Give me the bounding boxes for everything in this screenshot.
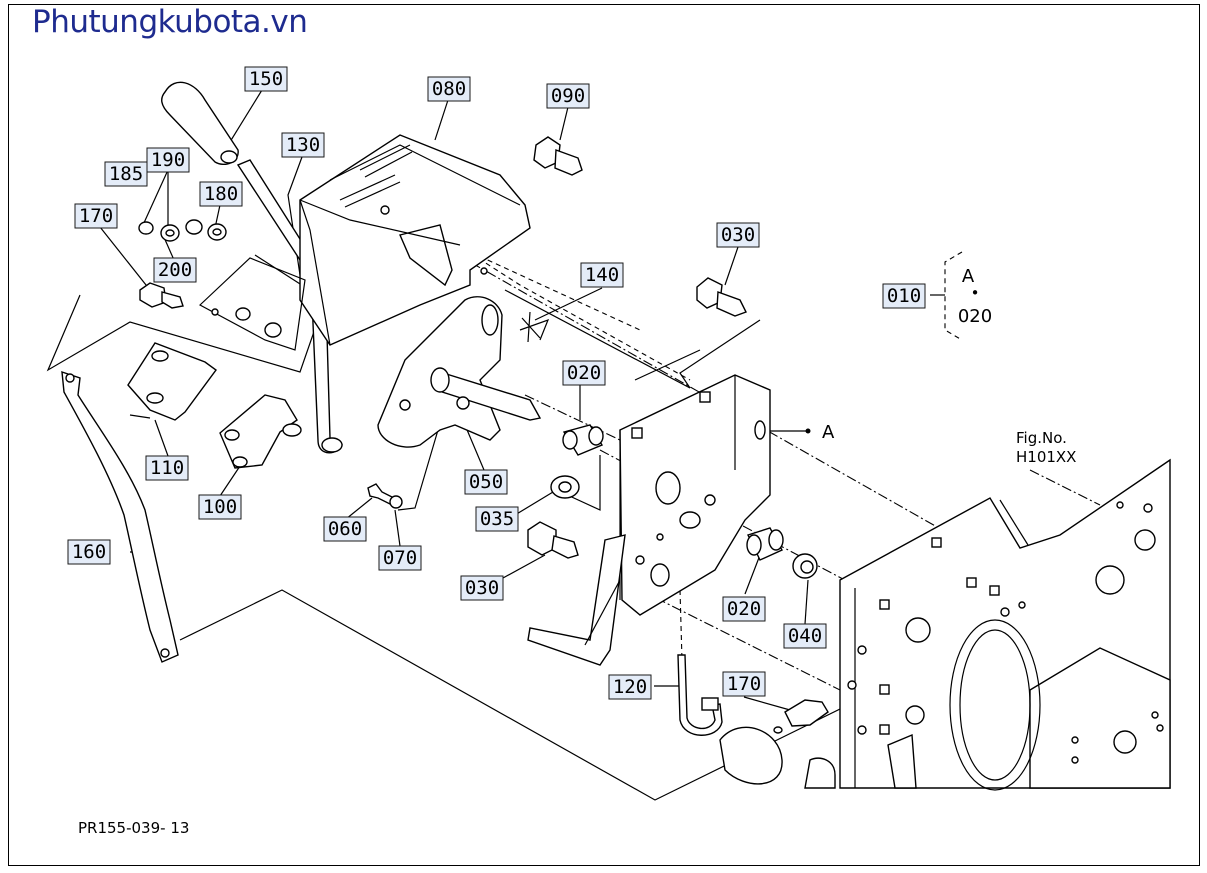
bushing-020-bottom xyxy=(746,527,784,561)
detail-a-dot: • xyxy=(971,284,980,302)
callout-160: 160 xyxy=(67,539,111,565)
svg-text:185: 185 xyxy=(109,163,143,185)
washer-185 xyxy=(138,221,154,235)
drawing-code: PR155-039- 13 xyxy=(78,819,189,837)
watermark-text: Phutungkubota.vn xyxy=(32,4,308,40)
bracket-100 xyxy=(219,394,302,469)
nut-070 xyxy=(389,495,403,509)
support-plate xyxy=(527,374,771,666)
callout-200: 200 xyxy=(153,257,197,283)
svg-text:080: 080 xyxy=(432,78,466,100)
svg-text:150: 150 xyxy=(249,68,283,90)
callout-130: 130 xyxy=(281,132,325,158)
clip-120 xyxy=(677,654,723,736)
svg-text:190: 190 xyxy=(151,149,185,171)
transmission-housing xyxy=(804,458,1171,791)
washer-180 xyxy=(185,219,203,235)
callout-030-top: 030 xyxy=(716,222,760,248)
svg-text:160: 160 xyxy=(72,541,106,563)
callout-020-top: 020 xyxy=(562,360,606,386)
fig-no-code: H101XX xyxy=(1016,448,1076,466)
washer-035 xyxy=(550,475,580,499)
fig-no-label: Fig.No. xyxy=(1016,429,1067,447)
callout-170-bottom: 170 xyxy=(722,671,766,697)
svg-text:120: 120 xyxy=(613,676,647,698)
svg-text:035: 035 xyxy=(480,508,514,530)
detail-a-letter: A xyxy=(962,266,975,287)
callout-100: 100 xyxy=(198,494,242,520)
bolt-170-bottom xyxy=(719,699,829,785)
bushing-020-top xyxy=(562,424,604,456)
callout-110: 110 xyxy=(145,455,189,481)
bracket-110 xyxy=(127,342,217,421)
detail-a-sub: 020 xyxy=(958,306,992,327)
bolt-090 xyxy=(533,136,583,176)
svg-text:100: 100 xyxy=(203,496,237,518)
svg-text:030: 030 xyxy=(721,224,755,246)
drawing-frame xyxy=(8,4,1200,866)
callout-010: 010 xyxy=(882,283,926,309)
callout-030-bottom: 030 xyxy=(460,575,504,601)
svg-text:130: 130 xyxy=(286,134,320,156)
callout-035: 035 xyxy=(475,506,519,532)
callout-185: 185 xyxy=(104,161,148,187)
callout-180: 180 xyxy=(199,181,243,207)
bracket-050 xyxy=(377,296,542,448)
svg-text:140: 140 xyxy=(585,264,619,286)
arrow-a-label: A xyxy=(822,422,835,443)
svg-text:010: 010 xyxy=(887,285,921,307)
svg-text:050: 050 xyxy=(469,471,503,493)
lever-160 xyxy=(61,370,179,663)
svg-text:040: 040 xyxy=(788,625,822,647)
callout-150: 150 xyxy=(244,66,288,92)
svg-text:200: 200 xyxy=(158,259,192,281)
svg-text:090: 090 xyxy=(551,85,585,107)
svg-text:060: 060 xyxy=(328,518,362,540)
washer-190 xyxy=(160,224,180,242)
cover-080 xyxy=(299,134,531,346)
callout-170-top: 170 xyxy=(74,203,118,229)
svg-text:170: 170 xyxy=(79,205,113,227)
svg-text:030: 030 xyxy=(465,577,499,599)
callout-050: 050 xyxy=(464,469,508,495)
callout-080: 080 xyxy=(427,76,471,102)
pin-140 xyxy=(521,311,541,343)
callout-090: 090 xyxy=(546,83,590,109)
bolt-030-bottom xyxy=(527,521,579,559)
nut-040 xyxy=(792,553,818,579)
callout-070: 070 xyxy=(378,545,422,571)
svg-text:020: 020 xyxy=(727,598,761,620)
plate-assembly xyxy=(198,257,306,351)
washer-200 xyxy=(207,223,227,241)
bolt-030-top xyxy=(696,277,747,317)
callout-020-bottom: 020 xyxy=(722,596,766,622)
svg-text:170: 170 xyxy=(727,673,761,695)
svg-text:070: 070 xyxy=(383,547,417,569)
knob-150 xyxy=(161,81,239,166)
svg-text:020: 020 xyxy=(567,362,601,384)
svg-text:180: 180 xyxy=(204,183,238,205)
callout-120: 120 xyxy=(608,674,652,700)
callout-140: 140 xyxy=(580,262,624,288)
callout-190: 190 xyxy=(146,147,190,173)
bolt-170-top xyxy=(139,282,184,309)
callout-040: 040 xyxy=(783,623,827,649)
callout-060: 060 xyxy=(323,516,367,542)
svg-text:110: 110 xyxy=(150,457,184,479)
